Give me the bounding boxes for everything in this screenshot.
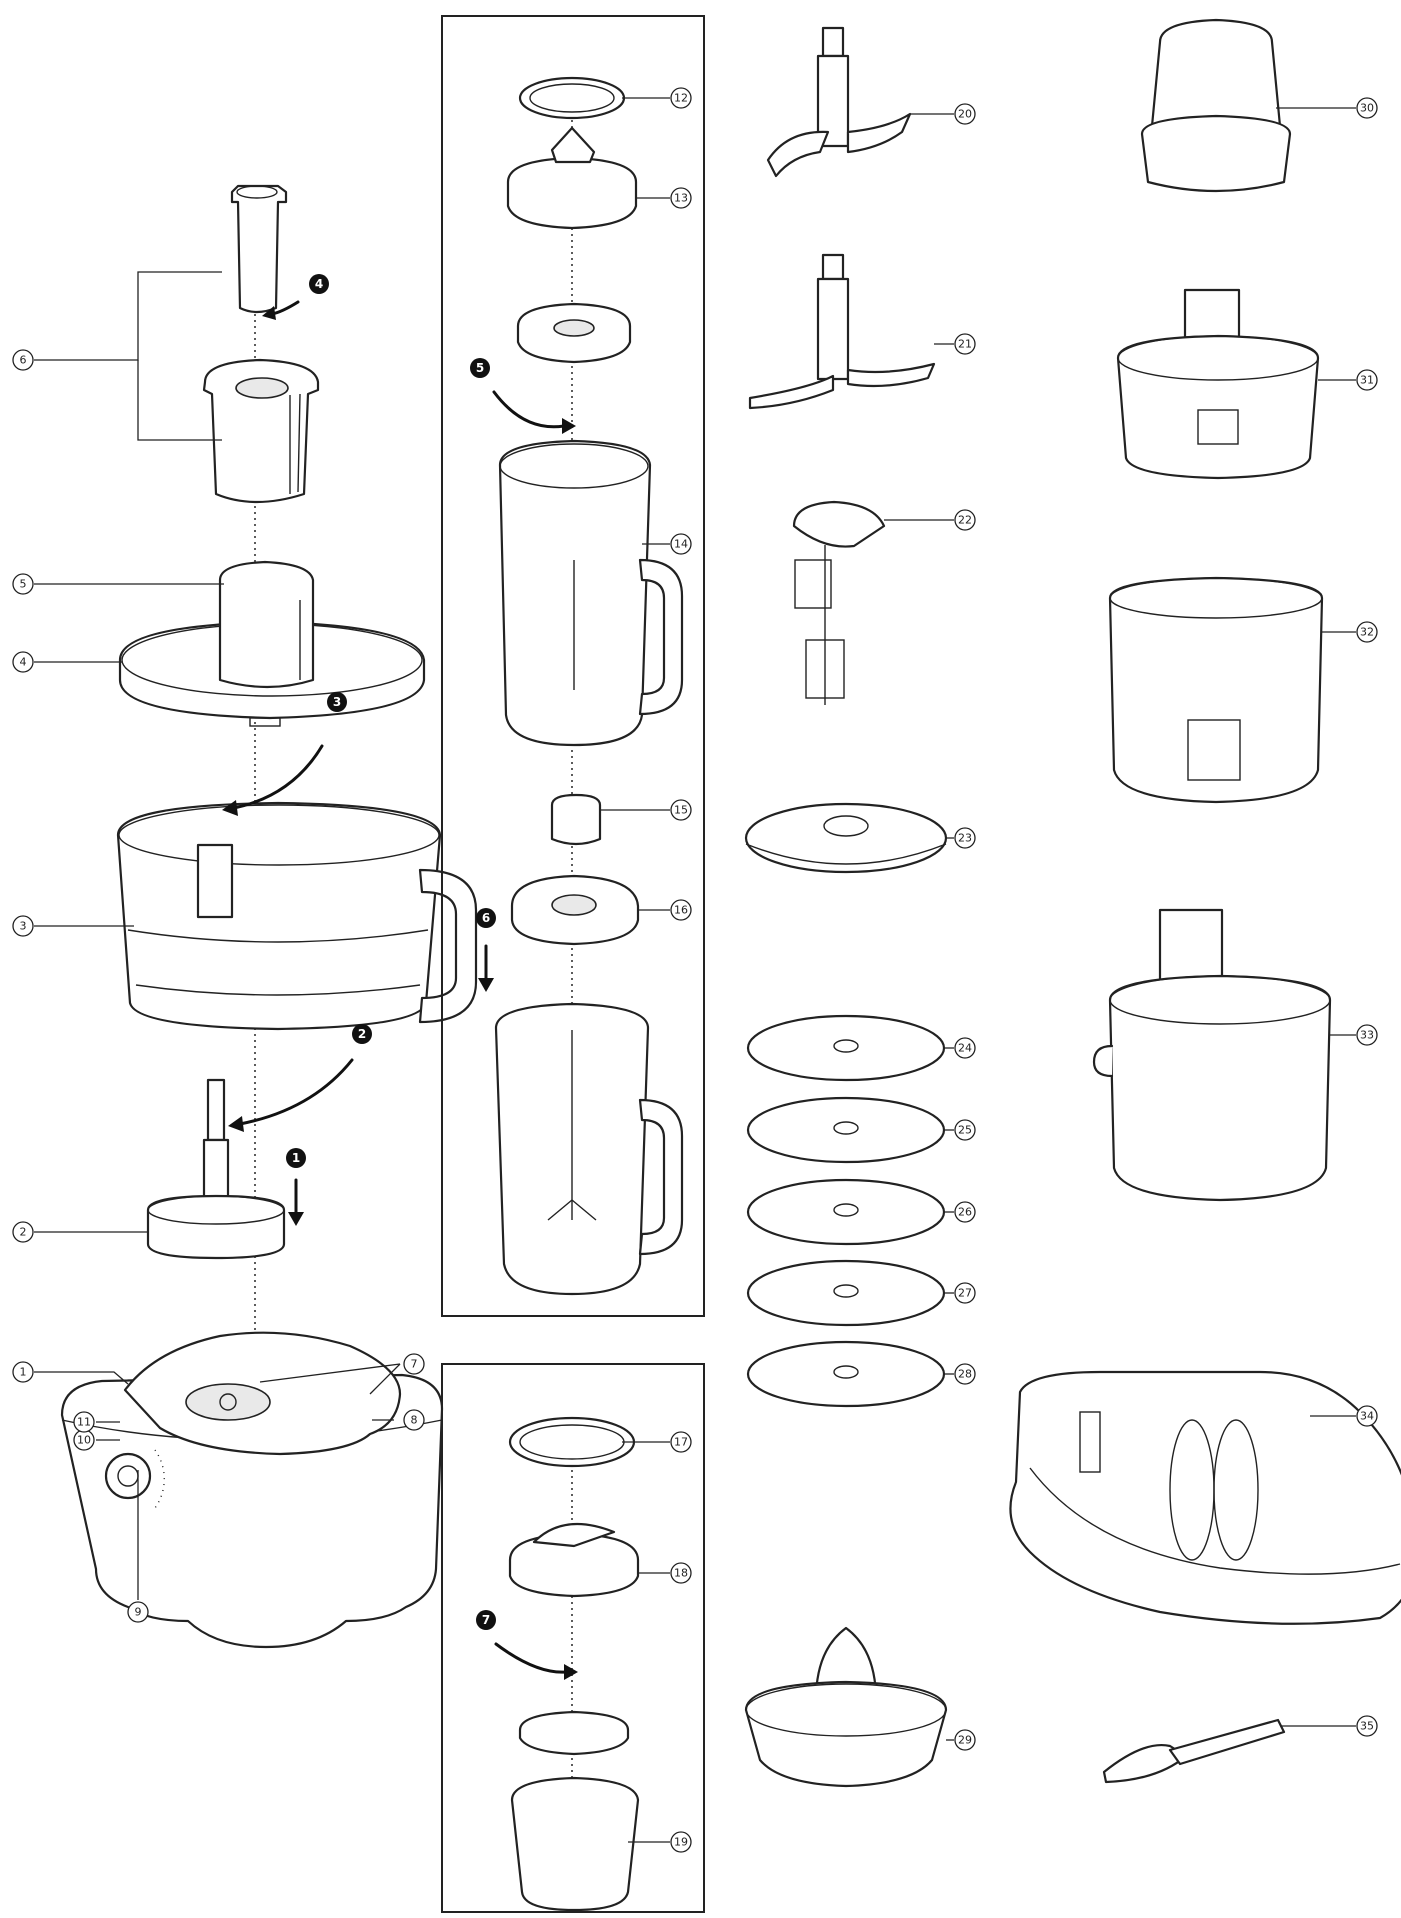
svg-text:13: 13 (674, 192, 688, 205)
callout-33: 33 (1356, 1024, 1378, 1046)
callout-5: 5 (12, 573, 34, 595)
callout-8: 8 (403, 1409, 425, 1431)
svg-text:1: 1 (292, 1151, 300, 1165)
callout-32: 32 (1356, 621, 1378, 643)
callout-13: 13 (670, 187, 692, 209)
callout-34: 34 (1356, 1405, 1378, 1427)
svg-text:9: 9 (135, 1606, 142, 1619)
callout-12: 12 (670, 87, 692, 109)
processor-stack (60, 184, 478, 1649)
svg-text:7: 7 (482, 1613, 490, 1627)
callout-22: 22 (954, 509, 976, 531)
callout-30: 30 (1356, 97, 1378, 119)
callout-27: 27 (954, 1282, 976, 1304)
step-1: 1 (286, 1148, 306, 1168)
processor-lid-assembly (118, 560, 426, 727)
callout-18: 18 (670, 1562, 692, 1584)
svg-text:2: 2 (20, 1226, 27, 1239)
svg-text:35: 35 (1360, 1720, 1374, 1733)
svg-text:6: 6 (482, 911, 490, 925)
callout-2: 2 (12, 1221, 34, 1243)
svg-text:2: 2 (358, 1027, 366, 1041)
callout-3: 3 (12, 915, 34, 937)
svg-text:3: 3 (20, 920, 27, 933)
callout-10: 10 (73, 1429, 95, 1451)
svg-text:14: 14 (674, 538, 688, 551)
svg-text:17: 17 (674, 1436, 688, 1449)
svg-text:12: 12 (674, 92, 688, 105)
svg-text:7: 7 (411, 1358, 418, 1371)
leader-lines (34, 97, 1356, 1843)
small-pusher (230, 184, 288, 314)
svg-text:16: 16 (674, 904, 688, 917)
svg-text:27: 27 (958, 1287, 972, 1300)
callout-15: 15 (670, 799, 692, 821)
mill-frame (441, 1363, 705, 1913)
callout-28: 28 (954, 1363, 976, 1385)
step-5: 5 (470, 358, 490, 378)
svg-text:10: 10 (77, 1434, 91, 1447)
svg-text:11: 11 (77, 1416, 91, 1429)
step-7: 7 (476, 1610, 496, 1630)
svg-text:5: 5 (476, 361, 484, 375)
callout-24: 24 (954, 1037, 976, 1059)
svg-text:4: 4 (315, 277, 323, 291)
svg-text:23: 23 (958, 832, 972, 845)
processor-bowl-shape (116, 801, 478, 1031)
svg-text:20: 20 (958, 108, 972, 121)
svg-text:4: 4 (20, 656, 27, 669)
callout-21: 21 (954, 333, 976, 355)
svg-text:28: 28 (958, 1368, 972, 1381)
svg-text:33: 33 (1360, 1029, 1374, 1042)
callout-1: 1 (12, 1361, 34, 1383)
svg-text:21: 21 (958, 338, 972, 351)
svg-text:8: 8 (411, 1414, 418, 1427)
svg-text:3: 3 (333, 695, 341, 709)
svg-text:34: 34 (1360, 1410, 1374, 1423)
svg-text:5: 5 (20, 578, 27, 591)
callout-20: 20 (954, 103, 976, 125)
svg-text:30: 30 (1360, 102, 1374, 115)
callout-14: 14 (670, 533, 692, 555)
svg-text:25: 25 (958, 1124, 972, 1137)
callout-29: 29 (954, 1729, 976, 1751)
callout-16: 16 (670, 899, 692, 921)
callout-7: 7 (403, 1353, 425, 1375)
callout-23: 23 (954, 827, 976, 849)
svg-text:1: 1 (20, 1366, 27, 1379)
svg-text:32: 32 (1360, 626, 1374, 639)
blender-frame (441, 15, 705, 1317)
mill-parts (508, 1416, 640, 1912)
step-4: 4 (309, 274, 329, 294)
callout-6: 6 (12, 349, 34, 371)
svg-text:19: 19 (674, 1836, 688, 1849)
callout-4: 4 (12, 651, 34, 673)
large-pusher (202, 358, 320, 504)
svg-text:29: 29 (958, 1734, 972, 1747)
callout-25: 25 (954, 1119, 976, 1141)
svg-text:18: 18 (674, 1567, 688, 1580)
blender-parts (494, 76, 684, 1296)
svg-text:26: 26 (958, 1206, 972, 1219)
step-6: 6 (476, 908, 496, 928)
step-2: 2 (352, 1024, 372, 1044)
right-column (1009, 18, 1401, 1784)
accessory-column (744, 26, 948, 1788)
callout-11: 11 (73, 1411, 95, 1433)
step-3: 3 (327, 692, 347, 712)
drive-shaft-shape (146, 1078, 286, 1260)
callout-26: 26 (954, 1201, 976, 1223)
svg-text:22: 22 (958, 514, 972, 527)
callout-19: 19 (670, 1831, 692, 1853)
callout-31: 31 (1356, 369, 1378, 391)
callout-35: 35 (1356, 1715, 1378, 1737)
direction-arrows (222, 300, 578, 1680)
svg-text:31: 31 (1360, 374, 1374, 387)
svg-text:6: 6 (20, 354, 27, 367)
svg-text:15: 15 (674, 804, 688, 817)
svg-text:24: 24 (958, 1042, 972, 1055)
callout-17: 17 (670, 1431, 692, 1453)
callout-9: 9 (127, 1601, 149, 1623)
